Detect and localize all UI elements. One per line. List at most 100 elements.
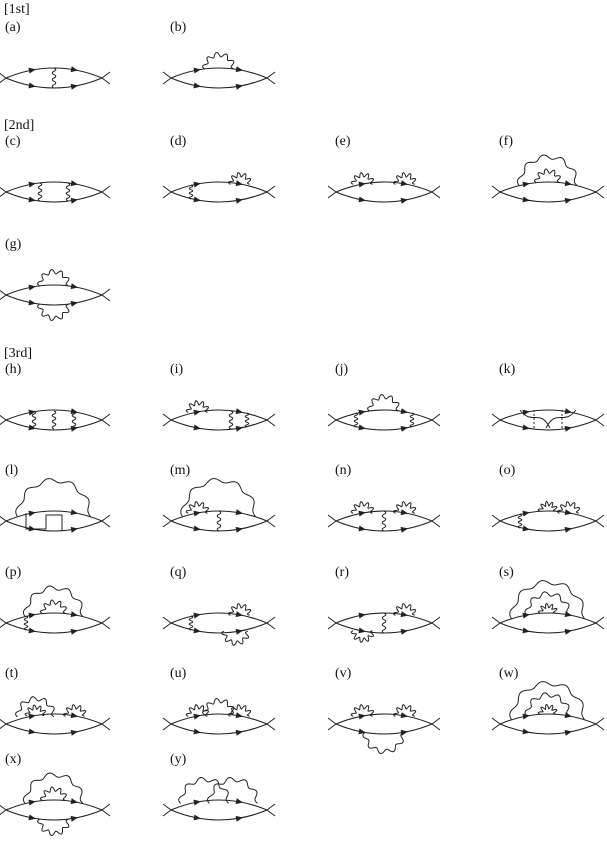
arrow-marker [358,510,366,517]
fermion-line-lower [5,723,103,735]
arrow-marker [564,408,573,415]
fermion-line-lower [499,723,597,735]
diagram-group [162,172,276,204]
vertex-right [101,717,111,731]
diagram-drawing [162,400,276,432]
vertex-left [162,803,172,817]
arrow-marker [70,283,79,290]
feynman-diagram: (c) [0,134,118,246]
diagram-label: (w) [499,666,519,681]
diagram-drawing [0,585,111,635]
diagram-drawing [0,772,111,837]
photon-exchange [31,410,37,430]
diagram-label: (f) [499,134,513,149]
vertex-left [0,515,7,527]
arrow-marker [564,526,573,533]
arrow-marker [235,628,244,635]
self-energy-loop [202,697,235,716]
arrow-marker [193,67,201,74]
self-energy-loop [537,500,558,512]
diagram-group [162,776,276,822]
self-energy-loop [185,501,209,514]
vertex-left [491,514,501,528]
self-energy-loop [537,703,558,715]
vertex-right [431,616,441,630]
arrow-marker [235,526,244,533]
fermion-line-lower [170,622,268,634]
fermion-line-lower [170,191,268,203]
arrow-marker [522,627,530,634]
arrow-marker [358,525,366,532]
arrow-marker [522,181,530,188]
feynman-diagram: (o) [491,463,607,575]
arrow-marker [235,611,244,618]
vertex-left [0,289,7,301]
vertex-right [595,413,605,427]
feynman-diagram: (e) [327,134,448,246]
fermion-line-lower [335,191,433,203]
arrow-marker [522,196,530,203]
self-energy-loop [516,154,578,186]
fermion-line-lower [5,191,103,203]
photon-exchange [533,410,563,430]
feynman-diagram: (m) [162,463,283,575]
diagram-label: (q) [170,565,187,580]
arrow-marker [235,815,244,822]
fermion-line-upper [170,612,268,624]
arrow-marker [522,525,530,532]
diagram-drawing [162,776,276,822]
vertex-left [162,185,172,199]
arrow-marker [28,713,36,720]
feynman-diagram: (r) [327,565,448,677]
vertex-left [327,717,337,731]
arrow-marker [358,713,366,720]
diagram-group [162,478,276,533]
photon-exchange [216,510,222,532]
self-energy-loop [362,732,404,755]
vertex-right [101,413,111,427]
arrow-marker [564,628,573,635]
self-energy-loop [178,776,229,804]
arrow-marker [70,729,79,736]
self-energy-loop [392,603,417,616]
arrow-marker [70,628,79,635]
fermion-line-lower [170,77,268,89]
fermion-line-upper [335,181,433,193]
diagram-drawing [0,408,111,432]
photon-exchange [37,182,43,202]
arrow-marker [358,424,366,431]
vertex-right [266,185,276,199]
fermion-line-lower [335,723,433,735]
diagram-drawing [0,696,111,736]
arrow-marker [522,612,530,619]
vertex-left [0,72,7,84]
self-energy-loop [227,704,252,717]
diagram-drawing [162,51,276,90]
arrow-marker [358,196,366,203]
self-energy-loop [22,772,84,804]
diagram-group [491,408,605,432]
arrow-marker [235,712,244,719]
fermion-line-upper [499,181,597,193]
diagram-label: (g) [5,237,22,252]
arrow-marker [235,408,244,415]
vertex-right [595,616,605,630]
arrow-marker [522,713,530,720]
feynman-diagram: (s) [491,565,607,677]
fermion-line-upper [170,799,268,811]
arrow-marker [564,180,573,187]
arrow-marker [28,510,36,517]
arrow-marker [193,713,201,720]
diagram-label: (a) [5,20,21,35]
arrow-marker [70,712,79,719]
diagram-group [491,580,605,635]
self-energy-loop [556,501,581,514]
fermion-line-lower [335,622,433,634]
diagram-label: (c) [5,134,21,149]
arrow-marker [358,612,366,619]
diagram-group [491,500,605,533]
diagram-group [0,585,111,635]
vertex-left [327,616,337,630]
fermion-line-lower [170,419,268,431]
arrow-marker [28,525,36,532]
